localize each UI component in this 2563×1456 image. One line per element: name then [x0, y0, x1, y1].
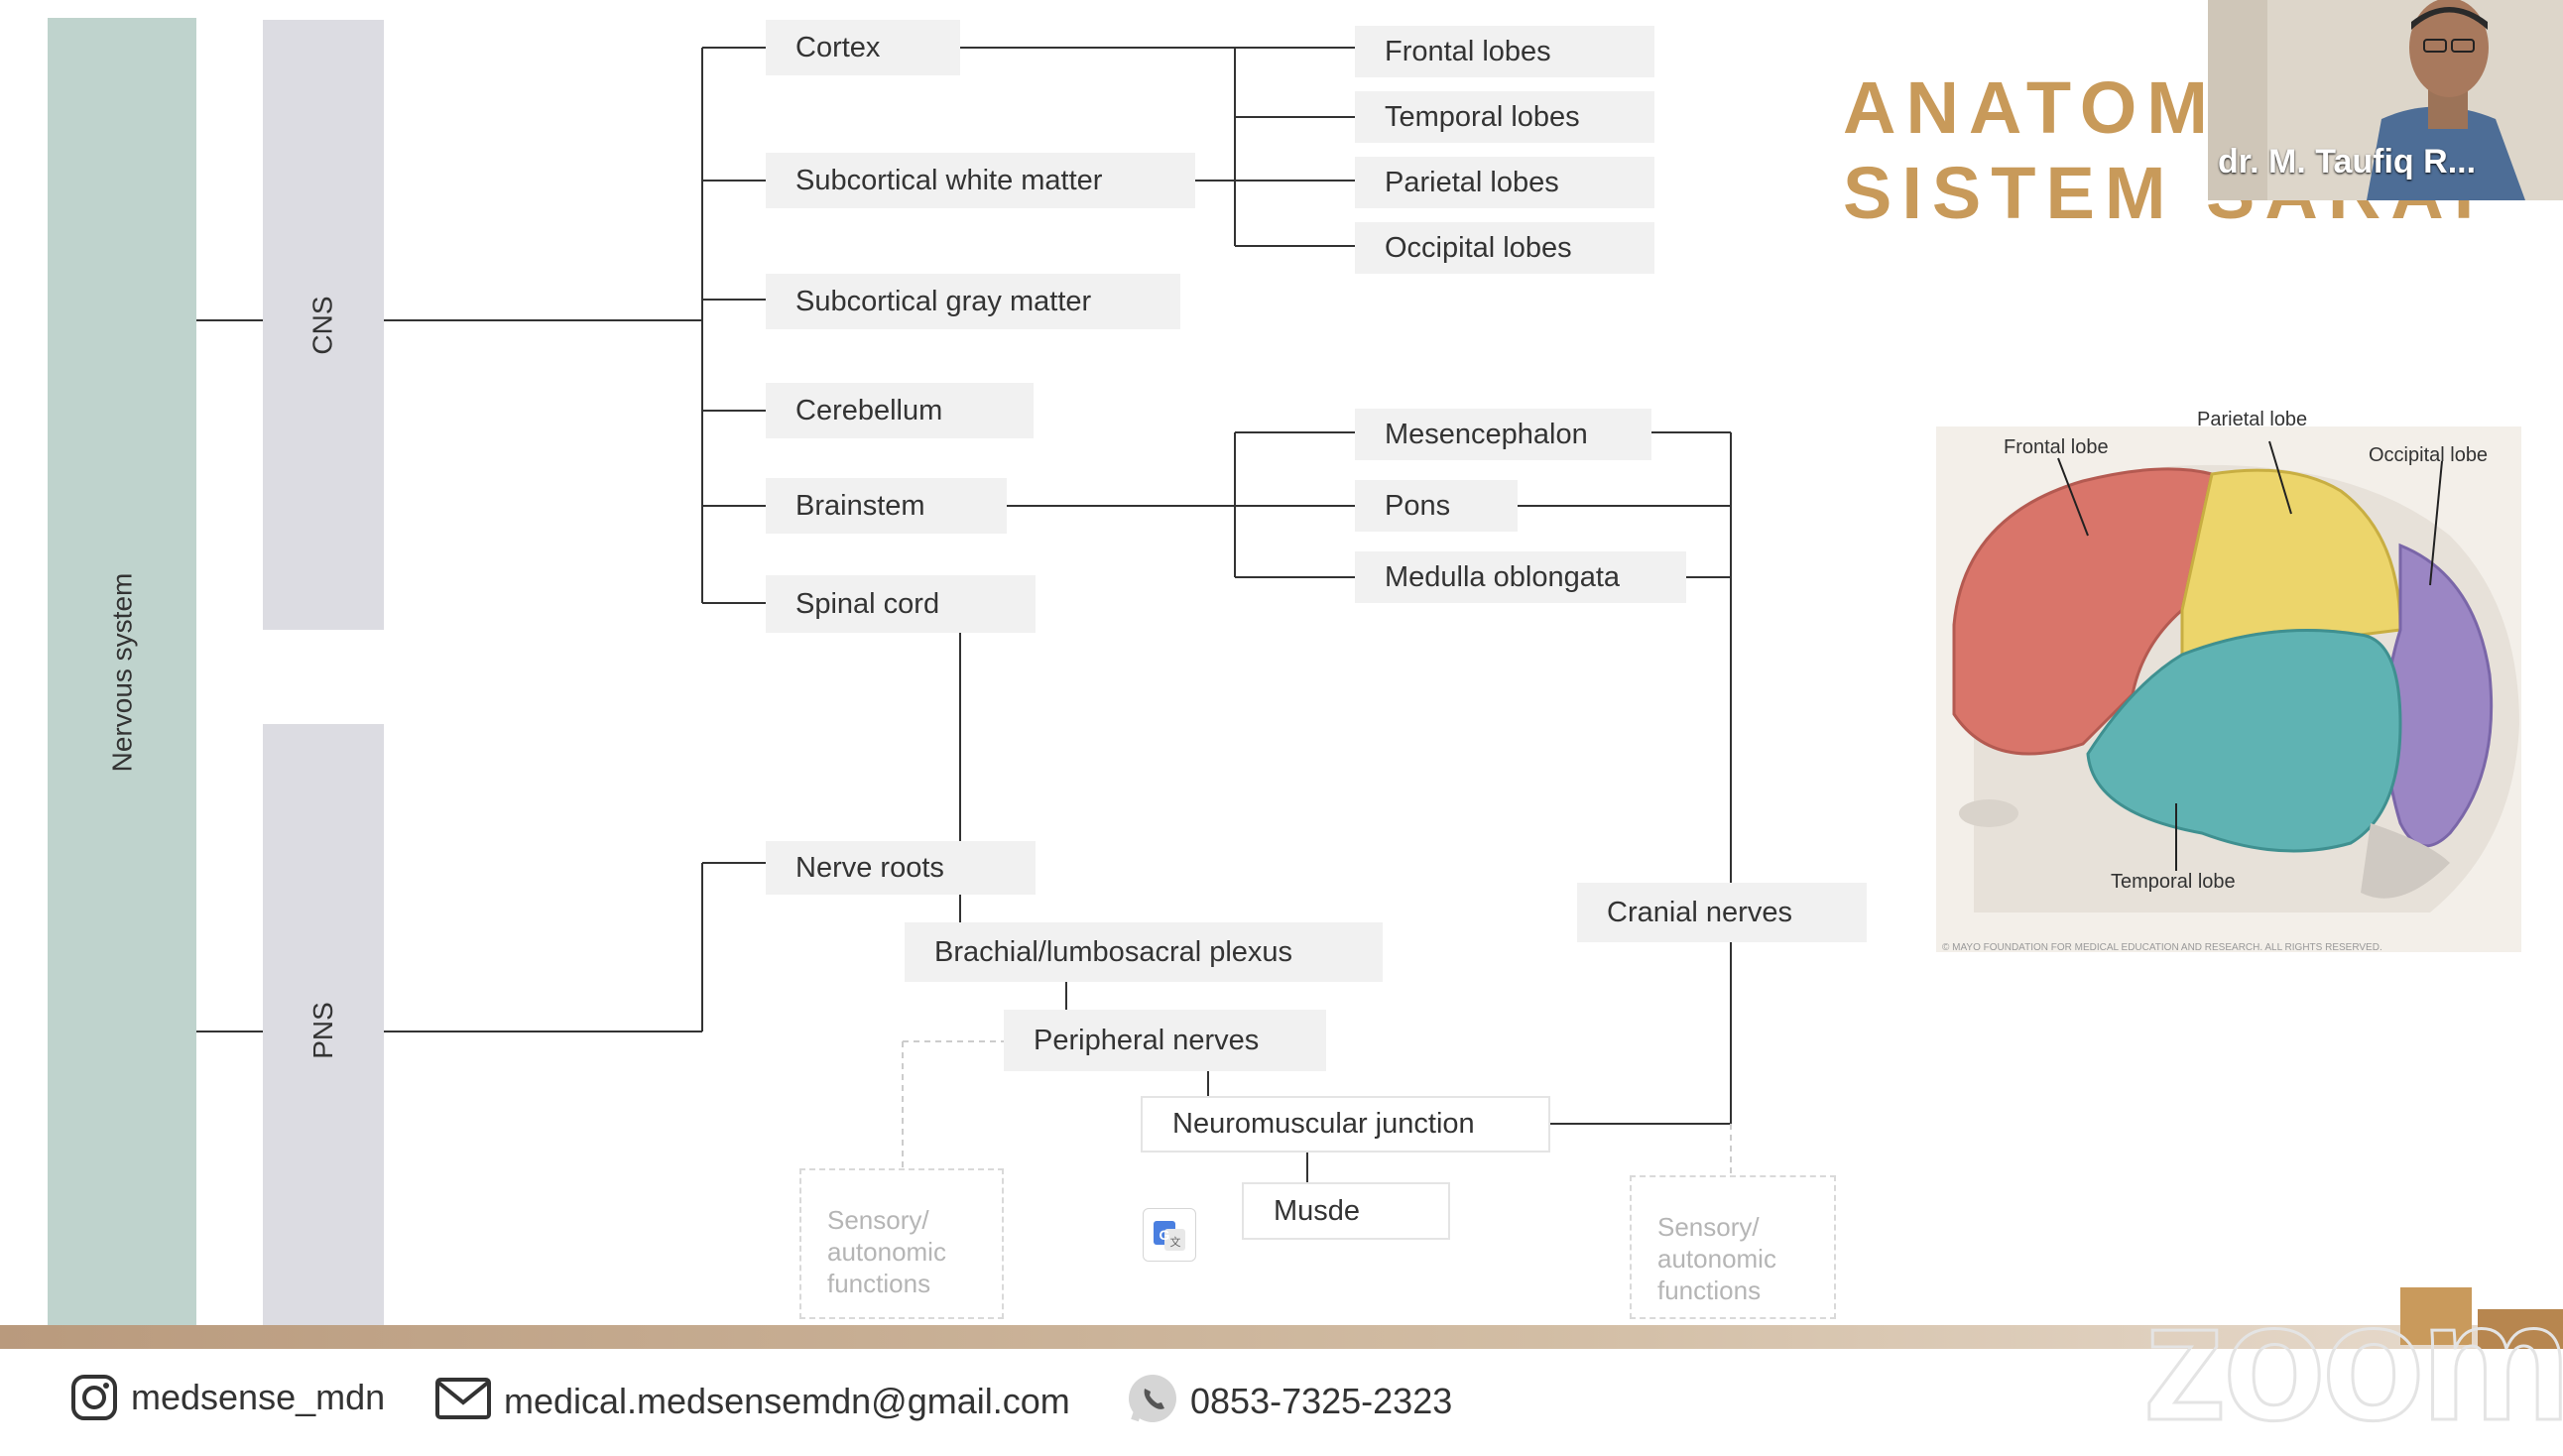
pns-label: PNS — [307, 1002, 339, 1059]
participant-name: dr. M. Taufiq R... — [2218, 143, 2476, 182]
instagram-icon — [69, 1373, 119, 1422]
peripheral-nerves-box: Peripheral nerves — [1004, 1010, 1326, 1071]
brain-figure-copyright: © MAYO FOUNDATION FOR MEDICAL EDUCATION … — [1942, 942, 2382, 953]
cortex-box: Cortex — [766, 20, 960, 75]
sensory-autonomic-left-box: Sensory/ autonomic functions — [799, 1168, 1004, 1319]
nerve-roots-box: Nerve roots — [766, 841, 1036, 895]
cns-bar: CNS — [263, 20, 384, 630]
mesencephalon-box: Mesencephalon — [1355, 409, 1651, 460]
cns-label: CNS — [307, 296, 339, 354]
cranial-nerves-box: Cranial nerves — [1577, 883, 1867, 942]
frontal-lobes-box: Frontal lobes — [1355, 26, 1654, 77]
whatsapp-icon — [1125, 1371, 1180, 1426]
temporal-lobes-box: Temporal lobes — [1355, 91, 1654, 143]
occipital-lobes-box: Occipital lobes — [1355, 222, 1654, 274]
sensory-autonomic-right-box: Sensory/ autonomic functions — [1630, 1175, 1836, 1319]
neuromuscular-junction-box: Neuromuscular junction — [1141, 1096, 1550, 1153]
pons-box: Pons — [1355, 480, 1518, 532]
svg-text:G: G — [1159, 1227, 1170, 1243]
zoom-watermark: zoom — [2142, 1277, 2563, 1446]
footer-phone: 0853-7325-2323 — [1190, 1381, 1452, 1422]
parietal-lobes-box: Parietal lobes — [1355, 157, 1654, 208]
brain-label-frontal: Frontal lobe — [2004, 436, 2109, 459]
brainstem-box: Brainstem — [766, 478, 1007, 534]
footer-instagram: medsense_mdn — [131, 1377, 385, 1418]
nervous-system-bar: Nervous system — [48, 18, 196, 1327]
subcortical-white-matter-box: Subcortical white matter — [766, 153, 1195, 208]
slide-title-line1: ANATOMI — [1843, 65, 2248, 150]
spinal-cord-box: Spinal cord — [766, 575, 1036, 633]
svg-text:文: 文 — [1170, 1235, 1181, 1249]
pns-bar: PNS — [263, 724, 384, 1337]
nervous-system-label: Nervous system — [106, 573, 138, 773]
subcortical-gray-matter-box: Subcortical gray matter — [766, 274, 1180, 329]
google-translate-icon[interactable]: G 文 — [1143, 1208, 1196, 1262]
mail-icon — [434, 1377, 492, 1420]
brain-label-parietal: Parietal lobe — [2197, 409, 2307, 431]
brain-label-occipital: Occipital lobe — [2369, 444, 2488, 467]
medulla-oblongata-box: Medulla oblongata — [1355, 551, 1686, 603]
cerebellum-box: Cerebellum — [766, 383, 1034, 438]
footer-email: medical.medsensemdn@gmail.com — [504, 1381, 1070, 1422]
brain-label-temporal: Temporal lobe — [2111, 871, 2236, 894]
plexus-box: Brachial/lumbosacral plexus — [905, 922, 1383, 982]
participant-video[interactable]: dr. M. Taufiq R... — [2208, 0, 2563, 200]
muscle-box: Musde — [1242, 1182, 1450, 1240]
